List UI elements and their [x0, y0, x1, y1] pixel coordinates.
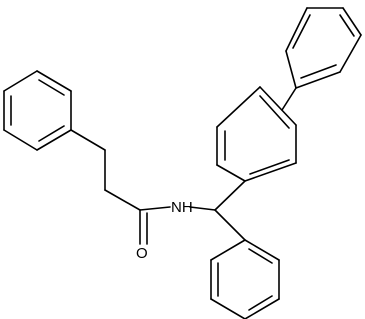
n-ch-bond [189, 206, 216, 211]
ch-to-biphenyl-bond [214, 180, 246, 211]
biphenyl-ring-outer [285, 7, 362, 89]
biphenyl-ring-inner [216, 86, 297, 182]
phenyl-ring-left [3, 70, 72, 151]
oxygen-atom-label: O [136, 245, 148, 262]
biphenyl-link-bond [281, 87, 297, 111]
alkyl-chain [70, 129, 141, 211]
amide-bond [139, 206, 171, 211]
ch-to-phenyl-bond [214, 209, 246, 241]
phenyl-ring-bottom [210, 239, 280, 319]
nitrogen-atom-label: NH [171, 199, 193, 216]
carbonyl-group [139, 209, 148, 245]
